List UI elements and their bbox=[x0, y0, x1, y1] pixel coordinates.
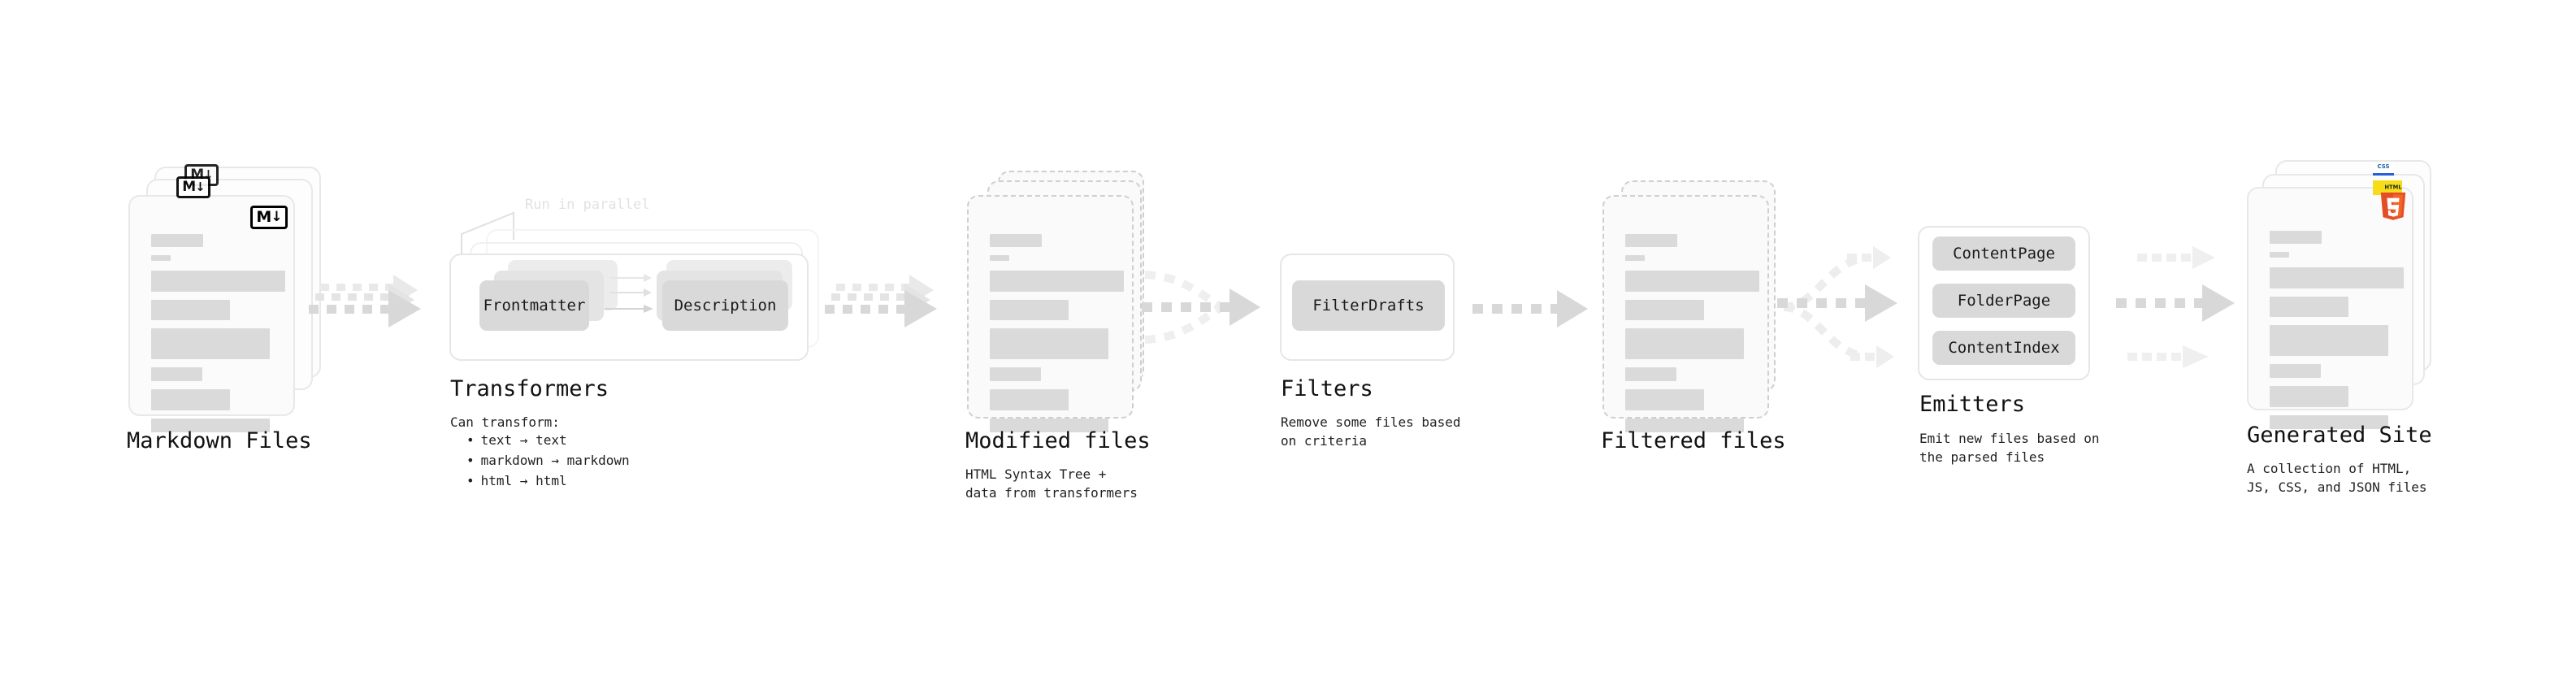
js-icon bbox=[2373, 180, 2402, 195]
emitter-pill-contentindex[interactable]: ContentIndex bbox=[1932, 331, 2075, 365]
markdown-files-title: Markdown Files bbox=[127, 428, 312, 453]
markdown-icon-back-1: M↓ bbox=[176, 176, 210, 198]
filters-subtitle: Remove some files based on criteria bbox=[1281, 414, 1461, 449]
transformer-internal-arrows bbox=[605, 274, 653, 313]
markdown-icon: M↓ bbox=[250, 206, 288, 229]
connector-filtered-to-emitters bbox=[1777, 246, 1897, 368]
transformer-pill-frontmatter-label: Frontmatter bbox=[483, 297, 586, 314]
connector-markdown-to-transformers bbox=[309, 275, 421, 327]
css-icon: CSS bbox=[2373, 163, 2394, 176]
run-in-parallel-bracket bbox=[461, 211, 514, 256]
svg-text:HTML: HTML bbox=[2384, 184, 2402, 191]
transformers-bullet-1: markdown → markdown bbox=[466, 451, 630, 471]
filters-title: Filters bbox=[1281, 376, 1373, 401]
filtered-files-title: Filtered files bbox=[1601, 428, 1786, 453]
run-in-parallel-label: Run in parallel bbox=[525, 197, 650, 213]
markdown-card-front bbox=[128, 195, 295, 432]
connector-filters-to-filtered bbox=[1472, 290, 1588, 327]
emitters-subtitle: Emit new files based on the parsed files bbox=[1919, 431, 2100, 466]
connector-emitters-to-site bbox=[2116, 246, 2235, 368]
transformers-bullets: text → text markdown → markdown html → h… bbox=[452, 431, 630, 491]
filter-pill-filterdrafts[interactable]: FilterDrafts bbox=[1292, 280, 1445, 331]
modified-card-front bbox=[967, 195, 1134, 432]
connector-modified-to-filters bbox=[1142, 271, 1260, 344]
emitter-pill-contentpage-label: ContentPage bbox=[1953, 245, 2055, 262]
generated-site-title: Generated Site bbox=[2247, 423, 2432, 448]
modified-files-subtitle: HTML Syntax Tree + data from transformer… bbox=[965, 466, 1138, 501]
transformers-bullet-2: html → html bbox=[466, 471, 630, 492]
emitter-pill-contentpage[interactable]: ContentPage bbox=[1932, 236, 2075, 271]
transformers-bullet-0: text → text bbox=[466, 431, 630, 451]
transformer-pill-frontmatter[interactable]: Frontmatter bbox=[479, 280, 589, 331]
emitter-pill-folderpage-label: FolderPage bbox=[1957, 292, 2051, 310]
generated-card-front-html bbox=[2247, 187, 2413, 429]
transformer-pill-description[interactable]: Description bbox=[662, 280, 788, 331]
html5-icon: HTML bbox=[2380, 184, 2406, 220]
emitters-title: Emitters bbox=[1919, 392, 2026, 417]
transformers-title: Transformers bbox=[450, 376, 609, 401]
transformer-pill-description-label: Description bbox=[674, 297, 777, 314]
generated-site-subtitle: A collection of HTML, JS, CSS, and JSON … bbox=[2247, 461, 2427, 496]
emitter-pill-contentindex-label: ContentIndex bbox=[1948, 339, 2060, 357]
modified-files-title: Modified files bbox=[965, 428, 1151, 453]
transformers-subtitle-lead: Can transform: bbox=[450, 414, 560, 430]
connector-transformers-to-modified bbox=[825, 275, 937, 327]
filter-pill-filterdrafts-label: FilterDrafts bbox=[1312, 297, 1425, 314]
filtered-card-front bbox=[1602, 195, 1769, 432]
emitter-pill-folderpage[interactable]: FolderPage bbox=[1932, 284, 2075, 318]
